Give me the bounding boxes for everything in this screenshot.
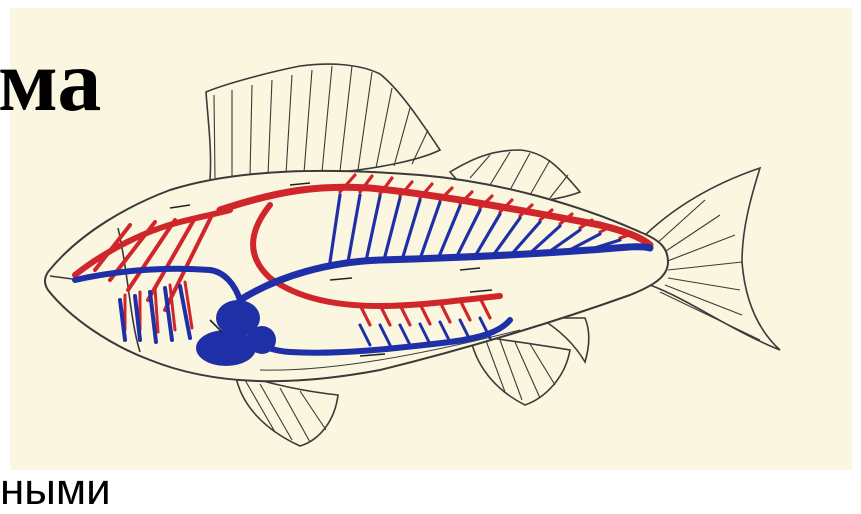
slide-title-fragment: ма xyxy=(0,38,101,126)
slide-body-text-fragment: ными xyxy=(0,468,111,512)
heart-ventricle xyxy=(196,330,256,366)
fish-circulation-diagram xyxy=(10,8,852,470)
heart-sinus xyxy=(248,326,276,354)
